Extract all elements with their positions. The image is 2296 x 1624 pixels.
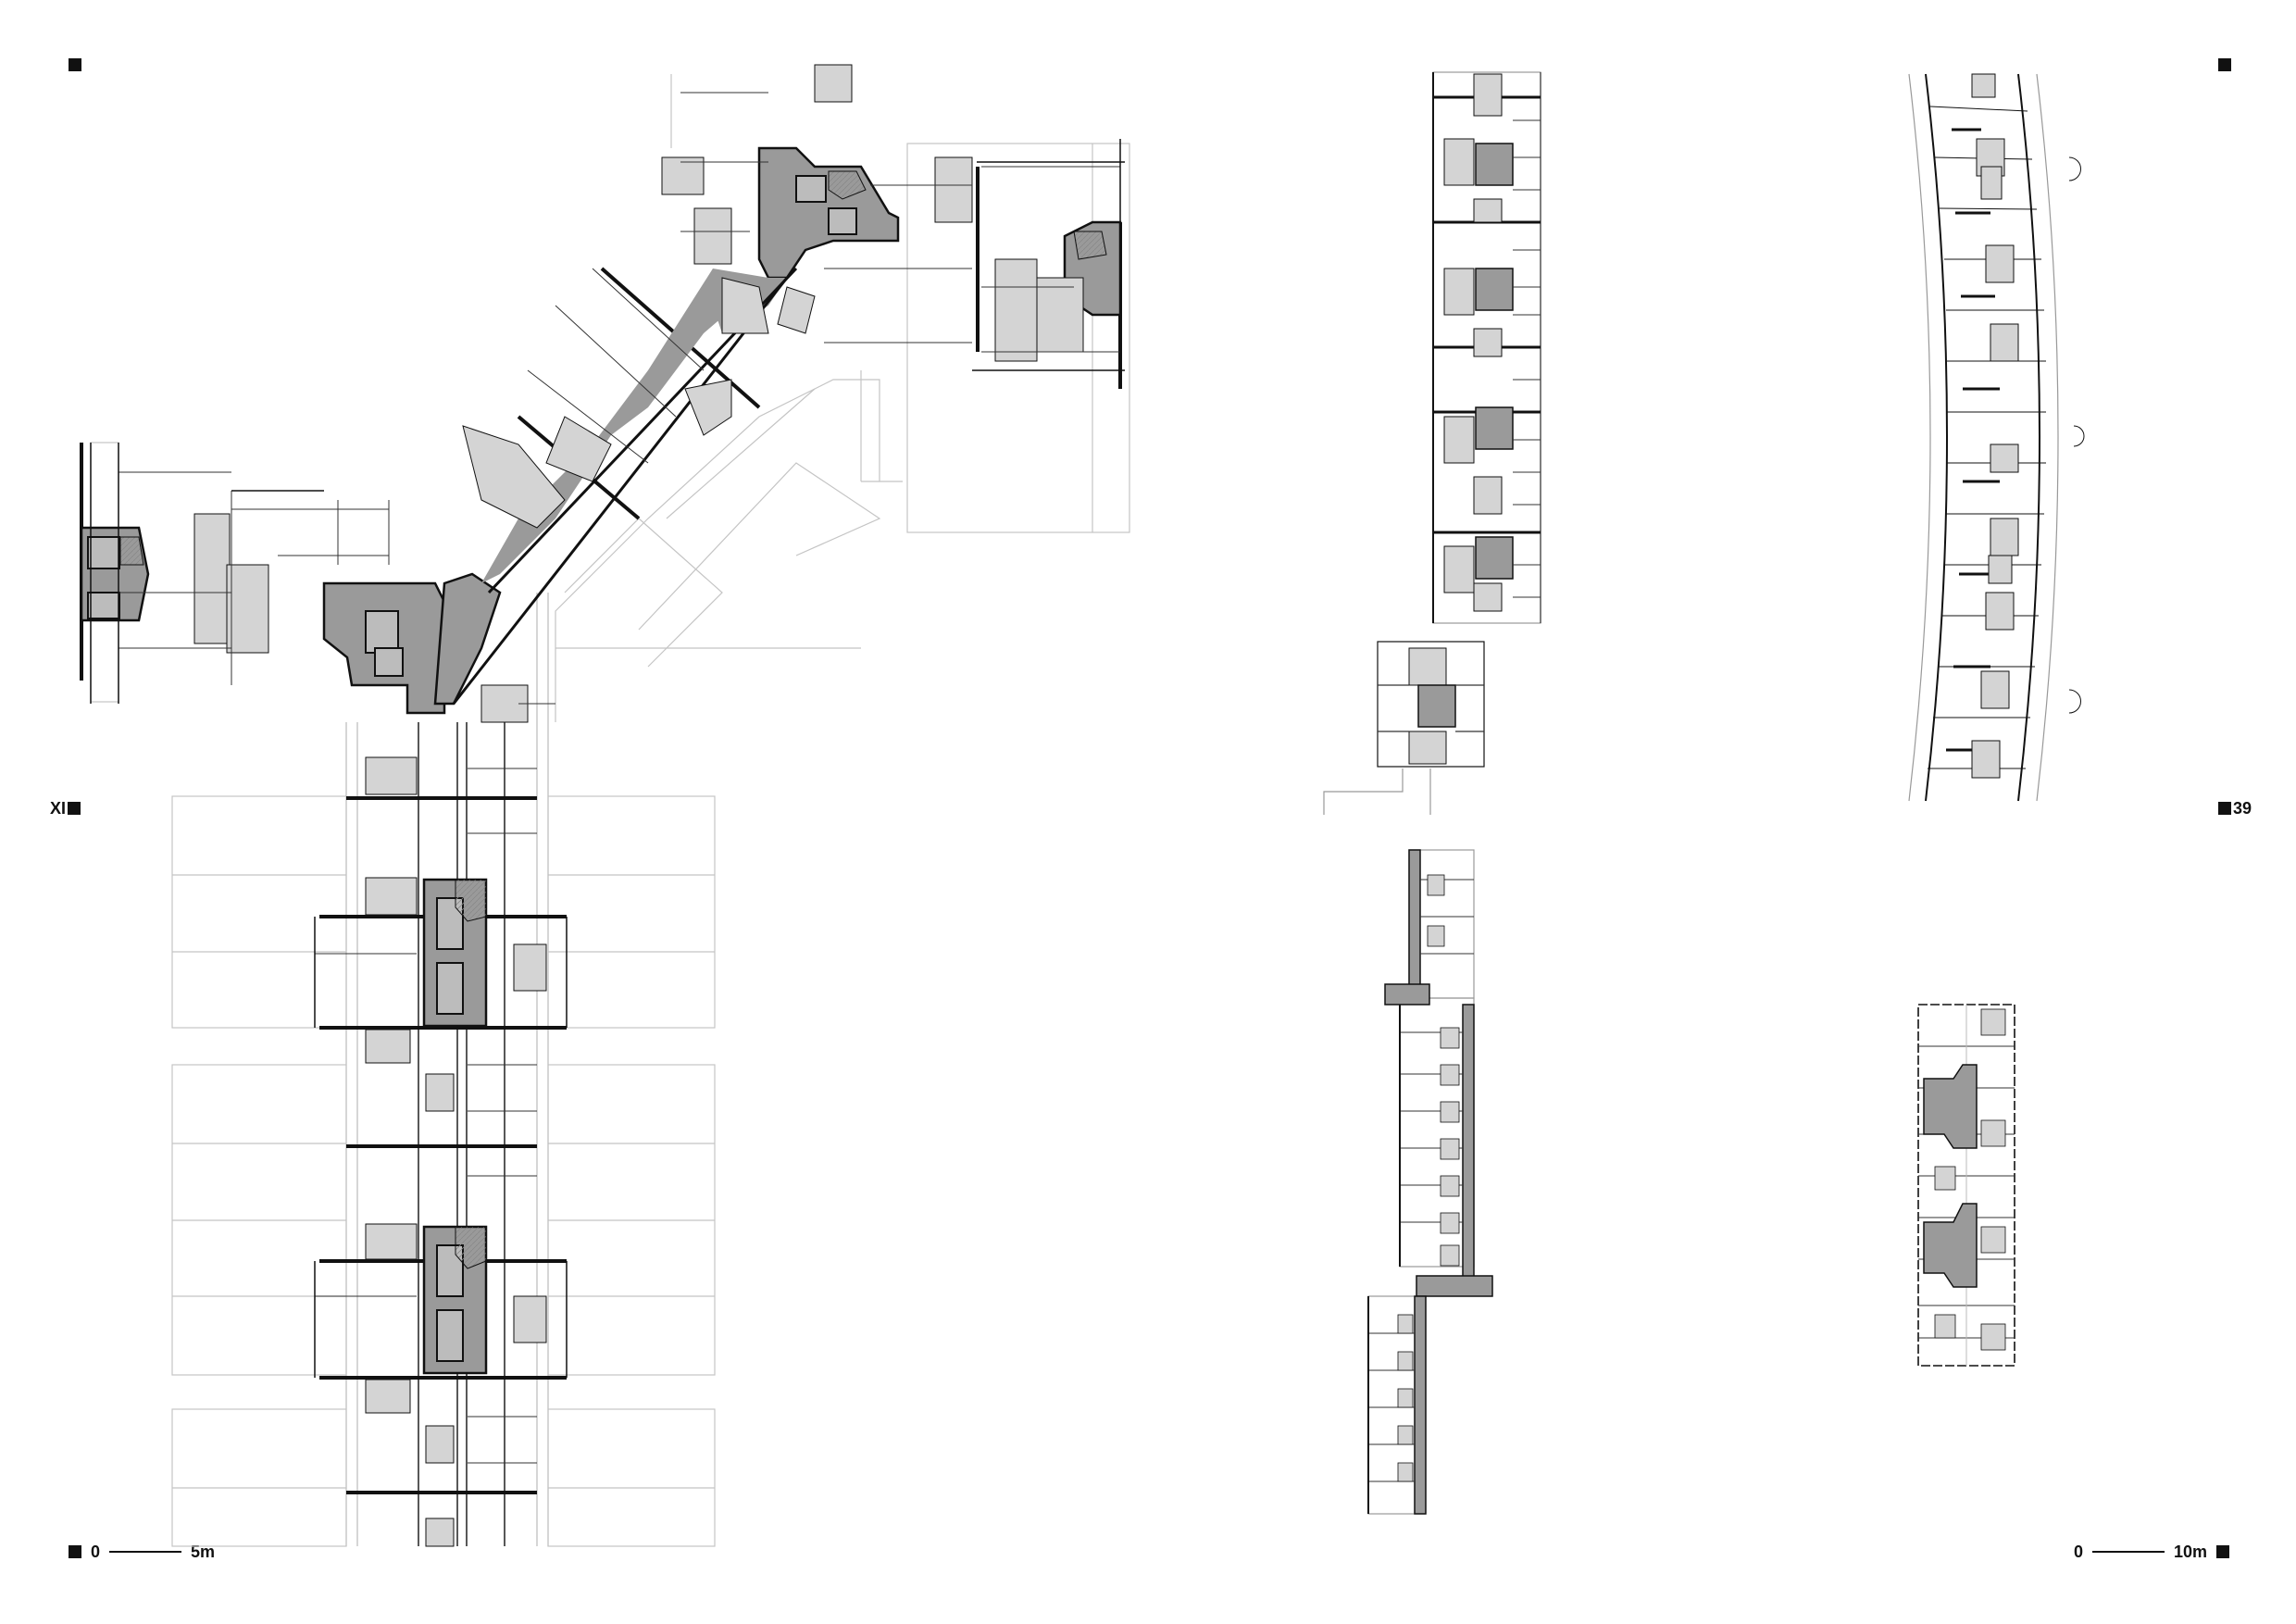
page-label-left: XI [50,800,81,817]
scale-bar-left: 0 5m [69,1543,215,1560]
scale-bar-left-mark [69,1545,81,1558]
scale-bar-right-start: 0 [2074,1543,2084,1561]
page-label-right: 39 [2218,800,2252,817]
corner-mark-top-left [69,58,81,71]
scale-bar-right: 0 10m [2074,1543,2230,1561]
plan-straight-block [1323,71,1541,815]
plan-curved-block [1908,73,2085,802]
scale-bar-left-start: 0 [91,1543,101,1561]
scale-bar-left-end: 5m [191,1543,216,1561]
scale-bar-left-line [109,1551,182,1553]
corner-mark-top-right [2218,58,2231,71]
scale-bar-right-line [2092,1551,2165,1553]
plan-stepped-block [1367,849,1493,1515]
plan-large-courtyard [80,64,1130,1547]
scale-bar-right-mark [2216,1545,2230,1558]
page-label-right-text: 39 [2233,799,2252,818]
scale-bar-right-end: 10m [2174,1543,2208,1561]
plan-compact-block [1917,1004,2015,1367]
page-label-right-mark [2218,802,2231,815]
page-label-left-mark [68,802,81,815]
page-label-left-text: XI [50,799,67,818]
